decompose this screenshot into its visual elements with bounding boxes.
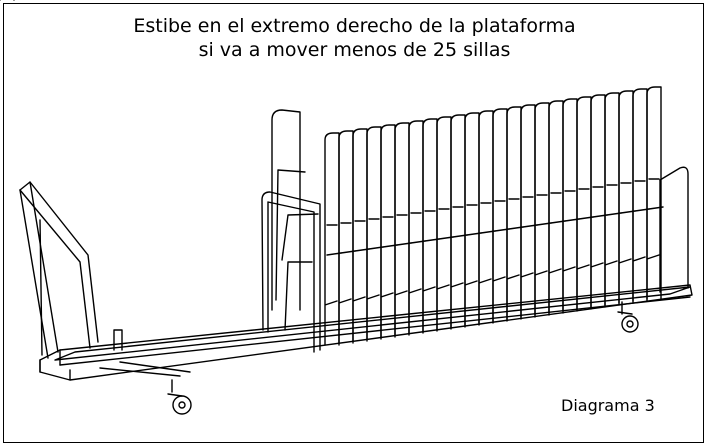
chair-stack-back (271, 109, 319, 331)
chair-truck-illustration (0, 0, 693, 415)
right-upright (659, 166, 689, 293)
left-handle (19, 181, 99, 359)
caster-front-right (617, 301, 639, 333)
caster-front-left (167, 379, 192, 415)
caption-line-2: si va a mover menos de 25 sillas (198, 39, 511, 61)
instruction-caption: Estibe en el extremo derecho de la plata… (0, 14, 709, 62)
center-upright (261, 191, 321, 353)
diagram-number-label: Diagrama 3 (561, 396, 655, 415)
platform-deck (39, 284, 693, 381)
caption-line-1: Estibe en el extremo derecho de la plata… (133, 15, 576, 37)
inner-post (113, 329, 123, 351)
